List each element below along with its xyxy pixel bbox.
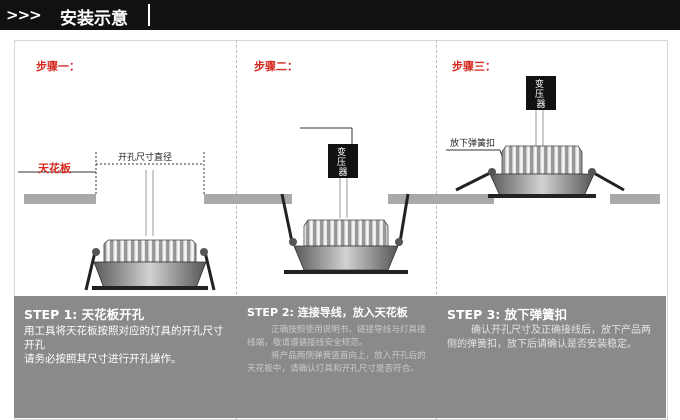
ceiling-mid-right [388,194,494,204]
step3-driver-box [526,76,556,110]
ceiling-label: 天花板 [38,162,71,175]
step2-caption-line: 正确按照使用说明书，链接导线与灯具接线端，敬请遵循接线安全规范。 [247,325,426,348]
step3-caption: STEP 3: 放下弹簧扣 确认开孔尺寸及正确接线后，放下产品两侧的弹簧扣，放下… [437,296,666,418]
ceiling-right [610,194,660,204]
step2-caption-body: 正确按照使用说明书，链接导线与灯具接线端，敬请遵循接线安全规范。 将产品两侧弹簧… [247,324,429,376]
header-divider [148,4,150,26]
section-title: 安装示意 [60,9,128,29]
step3-caption-title: STEP 3: 放下弹簧扣 [447,307,568,322]
spring-clip-label: 放下弹簧扣 [450,139,496,149]
step1-caption-line: 用工具将天花板按照对应的灯具的开孔尺寸开孔 [24,325,224,351]
step2-label: 步骤二： [254,60,298,73]
step3-lamp [455,145,625,198]
section-header: >>> 安装示意 [0,0,680,30]
step1-caption: STEP 1: 天花板开孔 用工具将天花板按照对应的灯具的开孔尺寸开孔 请务必按… [14,296,237,418]
step1-caption-body: 用工具将天花板按照对应的灯具的开孔尺寸开孔 请务必按照其尺寸进行开孔操作。 [24,324,229,366]
step2-driver-label: 变 压 器 [337,146,349,178]
step1-lamp [84,239,216,291]
ceiling-left [24,194,96,204]
step2-caption: STEP 2: 连接导线，放入天花板 正确按照使用说明书，链接导线与灯具接线端，… [237,296,437,418]
step1-label: 步骤一： [36,60,80,73]
step3-caption-body: 确认开孔尺寸及正确接线后，放下产品两侧的弹簧扣，放下后请确认是否安装稳定。 [447,324,658,352]
step1-caption-title: STEP 1: 天花板开孔 [24,307,145,322]
hole-size-label: 开孔尺寸直径 [118,153,173,163]
step3-caption-line: 确认开孔尺寸及正确接线后，放下产品两侧的弹簧扣，放下后请确认是否安装稳定。 [447,325,651,350]
step1-caption-line: 请务必按照其尺寸进行开孔操作。 [24,353,182,365]
step2-driver-box [328,144,358,178]
header-arrows: >>> [6,6,42,24]
step2-caption-line: 将产品两侧弹簧竖直向上，放入开孔后的天花板中，请确认灯具和开孔尺寸是否符合。 [247,351,426,374]
ceiling-mid-left [204,194,292,204]
step2-caption-title: STEP 2: 连接导线，放入天花板 [247,306,408,319]
step3-driver-label: 变 压 器 [535,78,547,110]
step3-label: 步骤三： [452,60,496,73]
step2-lamp [280,193,410,274]
